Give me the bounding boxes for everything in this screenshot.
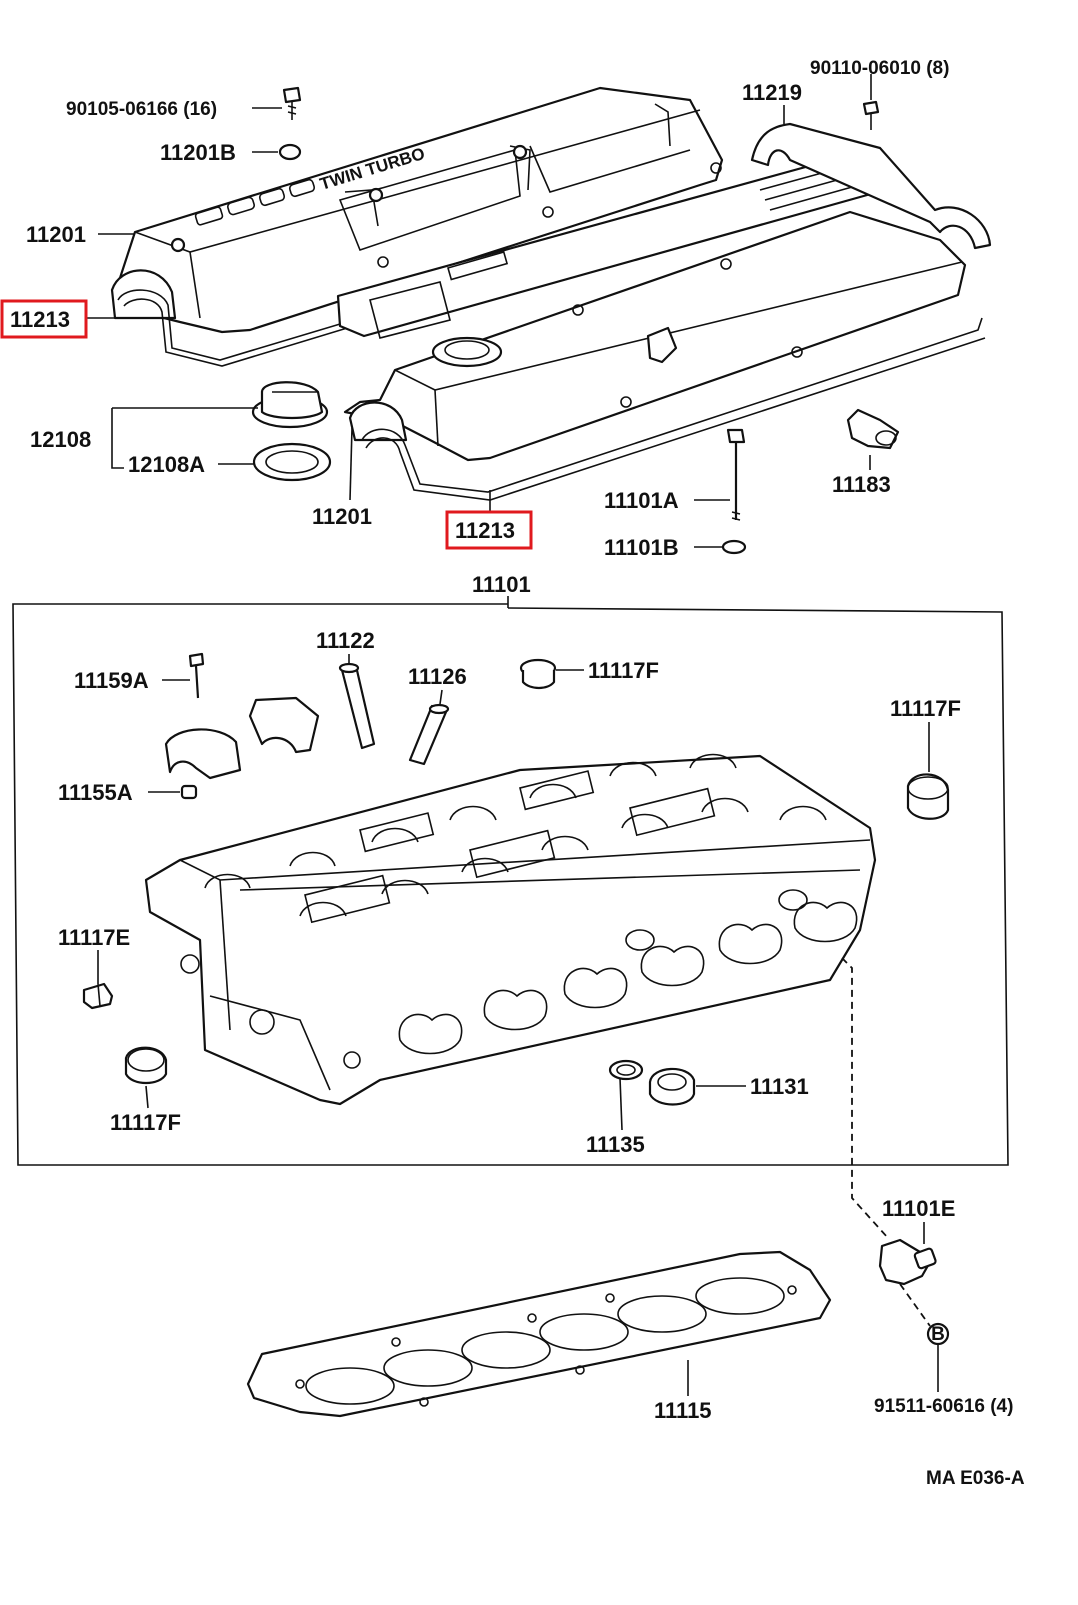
label-pin: 11155A xyxy=(58,780,133,805)
plug-bottom xyxy=(124,1046,168,1085)
label-cover-plate: 11219 xyxy=(742,80,802,105)
valve-guide-ex xyxy=(338,662,376,750)
label-valve-guide-in: 11126 xyxy=(408,664,467,689)
cover-bolt xyxy=(282,86,302,120)
label-stud-bolt: 11159A xyxy=(74,668,149,693)
label-seal-ring: 11131 xyxy=(750,1074,809,1099)
label-plug-e: 11117E xyxy=(58,925,130,950)
label-o-ring: 11135 xyxy=(586,1132,645,1157)
plug-right xyxy=(906,773,950,820)
cam-cover-left: TWIN TURBO xyxy=(110,86,724,334)
leader-lines xyxy=(86,74,939,1396)
camshaft-cap-2 xyxy=(248,696,320,754)
camshaft-cap-1 xyxy=(164,728,242,780)
label-gasket-left: 11213 xyxy=(10,307,70,332)
valve-guide-in xyxy=(408,703,450,766)
spark-plug-seal xyxy=(846,408,900,450)
label-cover-plate-bolt: 90110-06010 (8) xyxy=(810,58,949,79)
oil-cap-gasket xyxy=(252,442,332,482)
label-bolt-cover: 90105-06166 (16) xyxy=(66,99,217,120)
head-gasket xyxy=(246,1250,832,1418)
label-oil-cap: 12108 xyxy=(30,427,91,452)
label-valve-guide-ex: 11122 xyxy=(316,628,375,653)
gasket-right xyxy=(361,317,986,501)
head-subassy-frame xyxy=(12,596,1009,1166)
highlight-gasket-left xyxy=(0,299,88,339)
cover-plate-bolt xyxy=(862,100,880,130)
stud-bolt xyxy=(188,652,205,699)
cylinder-head xyxy=(144,753,877,1106)
sensor xyxy=(878,1238,937,1286)
circle-b-text: B xyxy=(931,1324,945,1345)
footer-code: MA E036-A xyxy=(926,1468,1025,1489)
label-head-bolt: 11101A xyxy=(604,488,679,513)
circle-b-marker: B xyxy=(926,1322,950,1346)
gasket-left xyxy=(117,289,421,367)
pin xyxy=(180,784,198,800)
label-spark-plug-seal: 11183 xyxy=(832,472,891,497)
label-head-bolt-washer: 11101B xyxy=(604,535,679,560)
part-labels: 90105-06166 (16) 11201B 11201 11213 1210… xyxy=(0,58,1025,1489)
label-head-gasket: 11115 xyxy=(654,1398,712,1423)
label-oil-cap-gasket: 12108A xyxy=(128,452,205,477)
label-sensor-bolt: 91511-60616 (4) xyxy=(874,1396,1013,1417)
label-head-subassy: 11101 xyxy=(472,572,531,597)
label-plug-bottom: 11117F xyxy=(110,1110,181,1135)
head-bolt xyxy=(726,428,746,521)
oil-cap xyxy=(251,381,329,429)
label-grommet-cover: 11201B xyxy=(160,140,236,165)
cover-plate xyxy=(750,122,992,250)
label-sensor: 11101E xyxy=(882,1196,955,1221)
highlight-gasket-right xyxy=(445,510,533,550)
label-cover-right: 11201 xyxy=(312,504,372,529)
label-plug-top: 11117F xyxy=(588,658,659,683)
label-plug-right: 11117F xyxy=(890,696,961,721)
o-ring xyxy=(608,1059,644,1081)
head-bolt-washer xyxy=(721,539,747,555)
label-gasket-right: 11213 xyxy=(455,518,515,543)
grommet xyxy=(278,143,302,161)
plug-top xyxy=(519,658,557,690)
label-cover-left: 11201 xyxy=(26,222,86,247)
sensor-bolt-link xyxy=(899,1283,931,1327)
plug-e xyxy=(82,982,114,1010)
seal-ring xyxy=(648,1067,696,1106)
